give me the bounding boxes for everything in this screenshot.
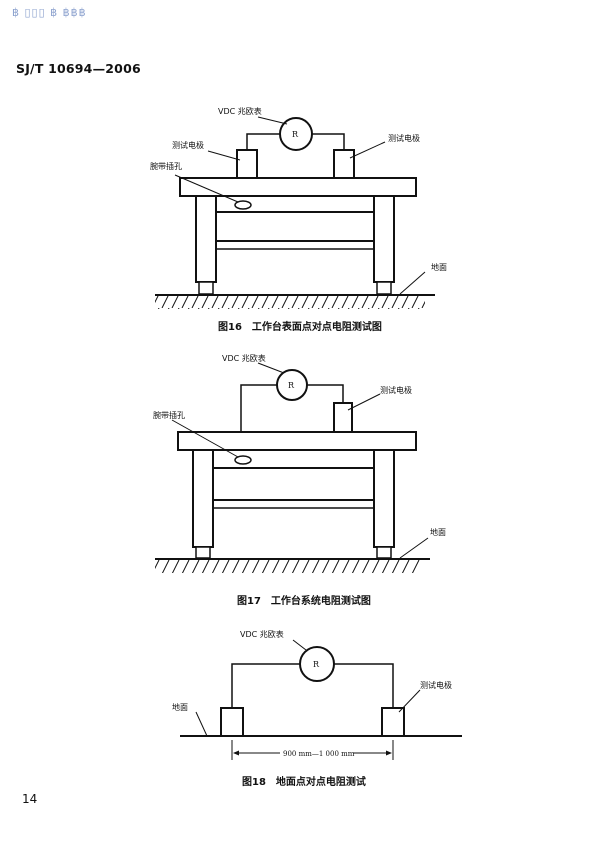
ohmmeter <box>276 369 308 401</box>
fig17-r-label: R <box>288 381 295 390</box>
fig18-meter-label: VDC 兆欧表 <box>240 629 284 639</box>
fig16-caption: 图16 工作台表面点对点电阻测试图 <box>218 320 382 333</box>
table-leg-left <box>195 195 217 283</box>
wrist-jack <box>234 200 252 210</box>
electrode-right <box>333 149 355 179</box>
table-top <box>177 431 417 451</box>
figure-17 <box>155 362 430 573</box>
fig17-ground-label: 地面 <box>430 527 446 537</box>
electrode-left <box>220 707 244 737</box>
ohmmeter <box>279 117 313 151</box>
fig18-distance-label: 900 mm—1 000 mm <box>283 750 355 758</box>
page-number: 14 <box>22 792 38 806</box>
ground-hatch <box>155 560 420 573</box>
fig17-meter-label: VDC 兆欧表 <box>222 353 266 363</box>
fig16-meter-label: VDC 兆欧表 <box>218 106 262 116</box>
fig17-caption: 图17 工作台系统电阻测试图 <box>237 594 371 607</box>
foot-right <box>376 281 392 295</box>
foot-left <box>195 546 211 559</box>
scan-watermark: ฿ ▯▯▯ ฿ ฿฿฿ <box>12 6 87 19</box>
fig17-electrode-label: 测试电极 <box>380 385 412 395</box>
figure-18 <box>180 639 462 760</box>
wrist-jack <box>234 455 252 465</box>
fig16-electrode-right-label: 测试电极 <box>388 133 420 143</box>
ground-hatch <box>155 296 425 309</box>
fig18-caption: 图18 地面点对点电阻测试 <box>242 775 366 788</box>
fig18-electrode-label: 测试电极 <box>420 680 452 690</box>
fig18-ground-label: 地面 <box>172 702 188 712</box>
fig16-electrode-left-label: 测试电极 <box>172 140 204 150</box>
foot-left <box>198 281 214 295</box>
table-top <box>179 177 417 197</box>
electrode <box>333 402 353 433</box>
fig16-r-label: R <box>292 130 299 139</box>
figure-16 <box>155 116 435 309</box>
fig16-wrist-jack-label: 腕带插孔 <box>150 161 182 171</box>
document-id: SJ/T 10694—2006 <box>16 61 141 76</box>
fig17-wrist-jack-label: 腕带插孔 <box>153 410 185 420</box>
table-leg-left <box>192 449 214 548</box>
electrode-right <box>381 707 405 737</box>
electrode-left <box>236 149 258 179</box>
ohmmeter <box>299 646 335 682</box>
fig16-ground-label: 地面 <box>431 262 447 272</box>
table-leg-right <box>373 449 395 548</box>
foot-right <box>376 546 392 559</box>
fig18-r-label: R <box>313 660 320 669</box>
table-leg-right <box>373 195 395 283</box>
